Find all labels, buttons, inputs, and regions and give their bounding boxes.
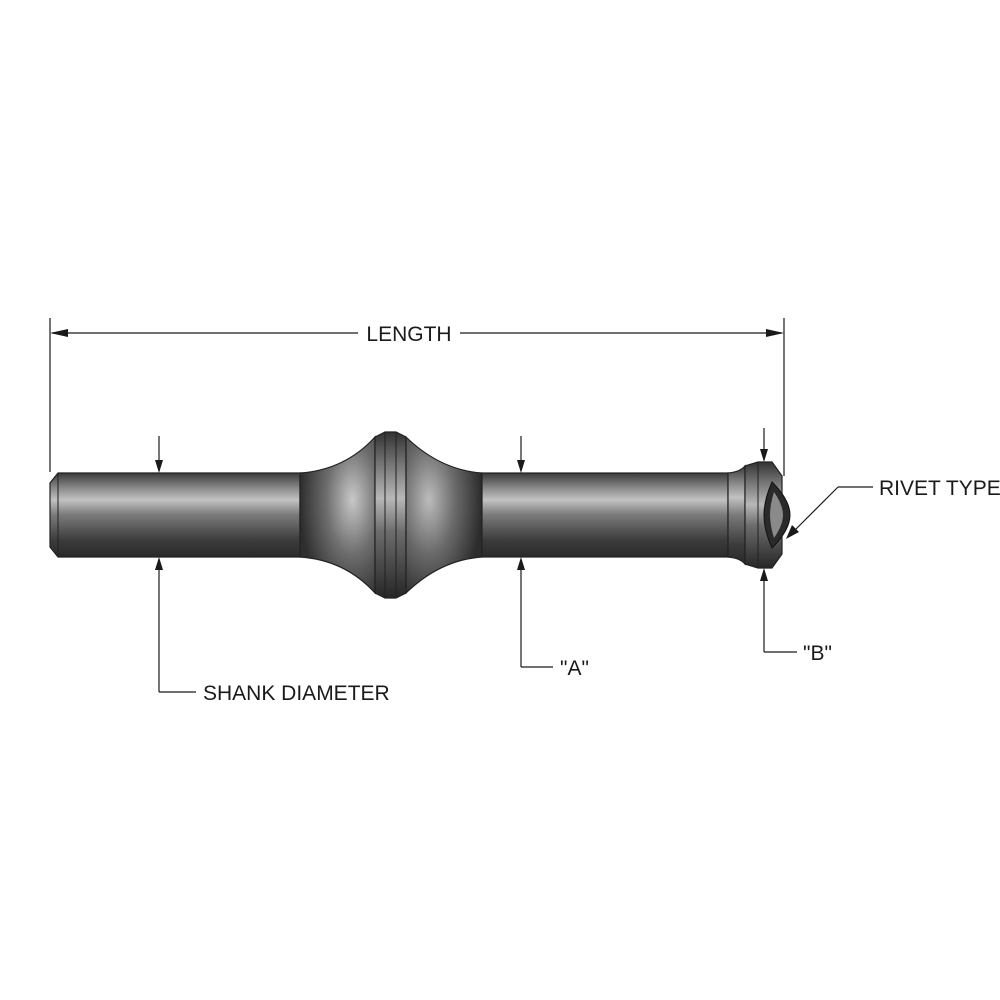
rivet-cup-highlight: [770, 492, 783, 538]
length-label: LENGTH: [366, 323, 451, 346]
shank-diameter-dimension: SHANK DIAMETER: [155, 436, 390, 705]
arrow-right-icon: [766, 329, 784, 337]
rivet-type-arrow-icon: [786, 525, 799, 539]
neck-groove: [727, 464, 746, 566]
right-flare: [405, 435, 483, 595]
b-top-arrow-icon: [760, 449, 768, 462]
b-bottom-arrow-icon: [760, 568, 768, 581]
rivet-set-body: [49, 431, 791, 599]
rivet-type-label: RIVET TYPE: [879, 477, 1000, 500]
a-dimension: "A": [517, 436, 589, 680]
b-dimension: "B": [760, 428, 832, 665]
shank-bottom-arrow-icon: [155, 557, 163, 570]
shank-diameter-label: SHANK DIAMETER: [203, 682, 390, 705]
shank-top-arrow-icon: [155, 460, 163, 473]
arrow-left-icon: [50, 329, 68, 337]
a-label: "A": [560, 657, 589, 680]
rivet-type-leader-diagonal: [791, 486, 839, 534]
rivet-type-callout: RIVET TYPE: [786, 477, 1000, 539]
b-label: "B": [803, 642, 832, 665]
shank: [49, 472, 301, 558]
body-section-a: [481, 472, 729, 558]
left-flare: [299, 435, 376, 595]
a-top-arrow-icon: [517, 460, 525, 473]
a-bottom-arrow-icon: [517, 557, 525, 570]
collar: [374, 431, 407, 599]
length-dimension: LENGTH: [49, 318, 785, 476]
